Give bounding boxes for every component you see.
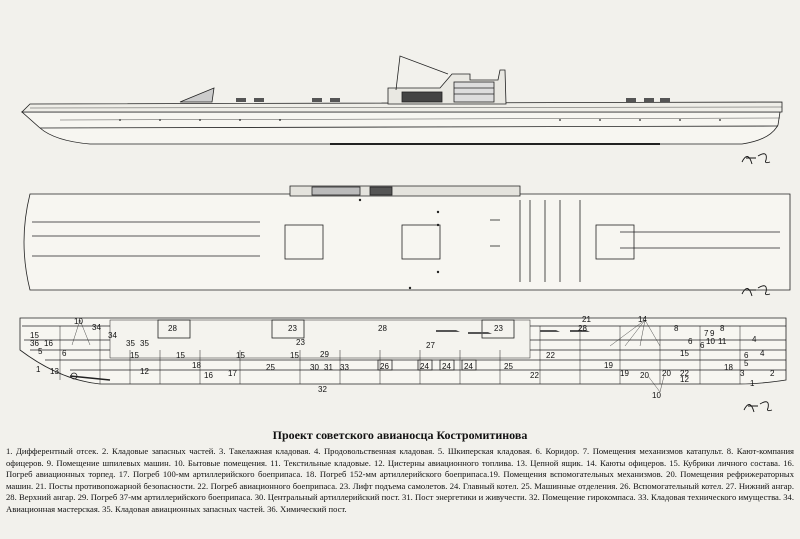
label: 22 bbox=[680, 369, 689, 378]
label: 32 bbox=[318, 385, 327, 394]
label: 17 bbox=[228, 369, 237, 378]
label: 11 bbox=[718, 337, 727, 346]
carrier-drawings: 10 34 34 35 35 36 15 16 5 6 28 23 28 23 … bbox=[19, 55, 791, 413]
label: 16 bbox=[204, 371, 213, 380]
label: 35 bbox=[140, 339, 149, 348]
label: 28 bbox=[378, 324, 387, 333]
label: 34 bbox=[108, 331, 117, 340]
label: 29 bbox=[320, 350, 329, 359]
label: 7 bbox=[704, 329, 709, 338]
label: 27 bbox=[426, 341, 435, 350]
label: 25 bbox=[266, 363, 275, 372]
figure-legend: 1. Дифферентный отсек. 2. Кладовые запас… bbox=[6, 446, 794, 514]
label: 8 bbox=[674, 324, 679, 333]
label: 10 bbox=[74, 317, 83, 326]
label: 6 bbox=[700, 341, 705, 350]
label: 24 bbox=[442, 362, 451, 371]
label: 1 bbox=[36, 365, 41, 374]
label: 28 bbox=[578, 324, 587, 333]
label: 15 bbox=[130, 351, 139, 360]
label: 8 bbox=[720, 324, 725, 333]
label: 19 bbox=[604, 361, 613, 370]
label: 5 bbox=[744, 359, 749, 368]
label: 4 bbox=[760, 349, 765, 358]
label: 4 bbox=[752, 335, 757, 344]
label: 18 bbox=[724, 363, 733, 372]
label: 10 bbox=[706, 337, 715, 346]
label: 28 bbox=[168, 324, 177, 333]
label: 2 bbox=[770, 369, 775, 378]
label: 10 bbox=[652, 391, 661, 400]
label: 15 bbox=[290, 351, 299, 360]
label: 30 bbox=[310, 363, 319, 372]
label: 21 bbox=[582, 315, 591, 324]
label: 23 bbox=[494, 324, 503, 333]
label: 12 bbox=[680, 375, 689, 384]
label: 5 bbox=[38, 347, 43, 356]
label: 13 bbox=[50, 367, 59, 376]
label: 15 bbox=[680, 349, 689, 358]
label: 1 bbox=[750, 379, 755, 388]
label: 12 bbox=[140, 367, 149, 376]
label: 20 bbox=[662, 369, 671, 378]
label: 3 bbox=[740, 369, 745, 378]
label: 35 bbox=[126, 339, 135, 348]
label: 25 bbox=[504, 362, 513, 371]
label: 33 bbox=[340, 363, 349, 372]
label: 26 bbox=[380, 362, 389, 371]
label: 15 bbox=[236, 351, 245, 360]
label: 9 bbox=[710, 329, 715, 338]
longitudinal-section-view bbox=[19, 317, 787, 393]
figure-title: Проект советского авианосца Костромитино… bbox=[272, 428, 528, 442]
label: 24 bbox=[420, 362, 429, 371]
label: 18 bbox=[192, 361, 201, 370]
label: 22 bbox=[530, 371, 539, 380]
label: 6 bbox=[744, 351, 749, 360]
label: 22 bbox=[546, 351, 555, 360]
side-profile-view bbox=[20, 55, 783, 145]
caption: Проект советского авианосца Костромитино… bbox=[6, 428, 794, 516]
label: 19 bbox=[620, 369, 629, 378]
artist-signature-marks bbox=[741, 153, 773, 413]
label: 20 bbox=[640, 371, 649, 380]
label: 24 bbox=[464, 362, 473, 371]
label: 36 bbox=[30, 339, 39, 348]
label: 31 bbox=[324, 363, 333, 372]
label: 6 bbox=[688, 337, 693, 346]
label: 14 bbox=[638, 315, 647, 324]
label: 15 bbox=[30, 331, 39, 340]
section-numbers: 10 34 34 35 35 36 15 16 5 6 28 23 28 23 … bbox=[30, 315, 775, 400]
label: 23 bbox=[296, 338, 305, 347]
label: 34 bbox=[92, 323, 101, 332]
label: 15 bbox=[176, 351, 185, 360]
label: 16 bbox=[44, 339, 53, 348]
label: 23 bbox=[288, 324, 297, 333]
flight-deck-plan-view bbox=[23, 185, 791, 291]
label: 6 bbox=[62, 349, 67, 358]
